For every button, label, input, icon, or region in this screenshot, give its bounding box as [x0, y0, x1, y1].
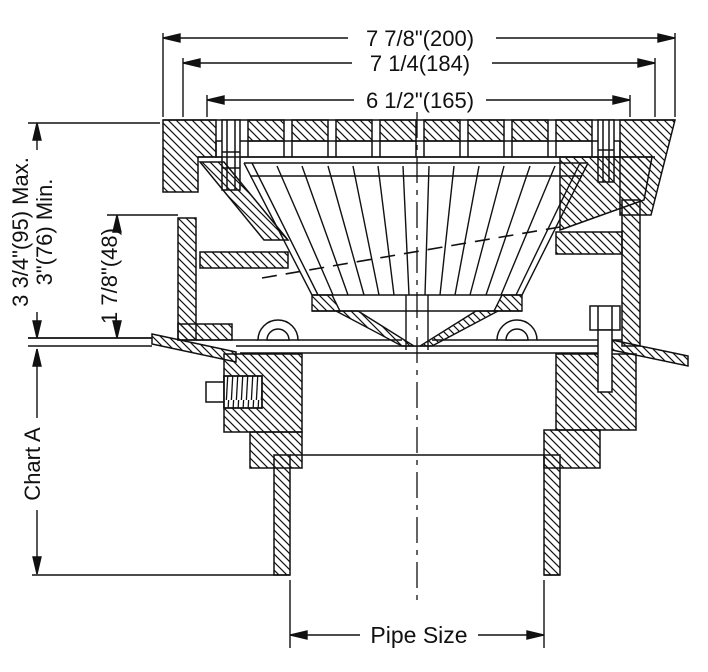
- dim-label-width-outer: 7 7/8"(200): [366, 26, 474, 51]
- floor-boss-right-inner: [505, 328, 529, 341]
- drain-lower-body: [223, 353, 637, 576]
- basket-ring-left: [311, 294, 342, 312]
- bolt-shank: [597, 329, 613, 393]
- funnel-tube-lines: [405, 295, 429, 350]
- clamp-collar: [177, 156, 653, 347]
- arrow-down-icon: [32, 556, 42, 575]
- bucket-left-foot: [177, 323, 233, 341]
- plug-threads: [223, 375, 263, 409]
- collar-left-wedge: [198, 161, 290, 241]
- dim-label-height-max: 3 3/4"(95) Max.: [8, 157, 33, 307]
- arrow-left-icon: [162, 33, 181, 43]
- clamp-bolt: [589, 305, 621, 393]
- basket-slats: [276, 165, 556, 296]
- arrow-up-icon: [32, 348, 42, 367]
- dim-height-maxmin: 3 3/4"(95) Max. 3"(76) Min.: [8, 122, 160, 339]
- dim-label-collar-height: 1 7/8"(48): [97, 228, 122, 324]
- arrow-up-icon: [32, 122, 42, 141]
- arrow-right-icon: [657, 33, 676, 43]
- dim-label-width-mid: 7 1/4(184): [370, 51, 470, 76]
- dim-body-depth: Chart A: [20, 348, 45, 575]
- arrow-right-icon: [526, 630, 545, 640]
- arrow-down-icon: [112, 320, 122, 339]
- grate-bars: [247, 119, 593, 142]
- arrow-down-icon: [32, 320, 42, 339]
- hidden-water-line: [261, 226, 561, 279]
- cleanout-plug: [205, 375, 263, 409]
- hub-wall-right: [543, 454, 561, 576]
- hub-wall-left: [273, 454, 291, 576]
- dim-pipe-size: Pipe Size: [289, 580, 545, 648]
- strainer-basket: [243, 162, 589, 350]
- grate-slot-lines: [247, 141, 593, 157]
- dim-width-inner: 6 1/2"(165): [206, 88, 631, 117]
- arrow-left-icon: [289, 630, 308, 640]
- arrow-right-icon: [637, 58, 656, 68]
- dim-width-mid: 7 1/4(184): [182, 51, 656, 117]
- basket-ring-right: [492, 294, 523, 312]
- basket-rim: [244, 162, 588, 177]
- arrow-left-icon: [182, 58, 201, 68]
- dim-label-pipe-size: Pipe Size: [370, 622, 467, 648]
- arrow-left-icon: [206, 95, 225, 105]
- bolt-head-facets: [597, 306, 613, 330]
- bucket-right-wall: [621, 199, 641, 347]
- collar-left-seat: [199, 251, 289, 269]
- basket-walls: [243, 162, 589, 296]
- dim-width-outer: 7 7/8"(200): [162, 26, 676, 117]
- dim-label-width-inner: 6 1/2"(165): [366, 88, 474, 113]
- plug-head: [205, 381, 225, 403]
- bolt-head: [589, 305, 621, 331]
- collar-right-band: [555, 231, 623, 255]
- pipe-hub-lines: [32, 454, 560, 576]
- arrow-right-icon: [612, 95, 631, 105]
- boss-right: [555, 353, 637, 431]
- floor-boss-left-inner: [266, 328, 290, 341]
- dim-label-height-min: 3"(76) Min.: [32, 179, 57, 286]
- grate-left-rim: [162, 119, 217, 193]
- grate-lower-band: [215, 140, 621, 158]
- dim-collar-height: 1 7/8"(48): [97, 214, 178, 339]
- dim-label-body-depth: Chart A: [20, 427, 45, 501]
- bucket-floor: [196, 319, 622, 341]
- bucket-left-wall: [177, 217, 197, 341]
- arrow-up-icon: [112, 214, 122, 233]
